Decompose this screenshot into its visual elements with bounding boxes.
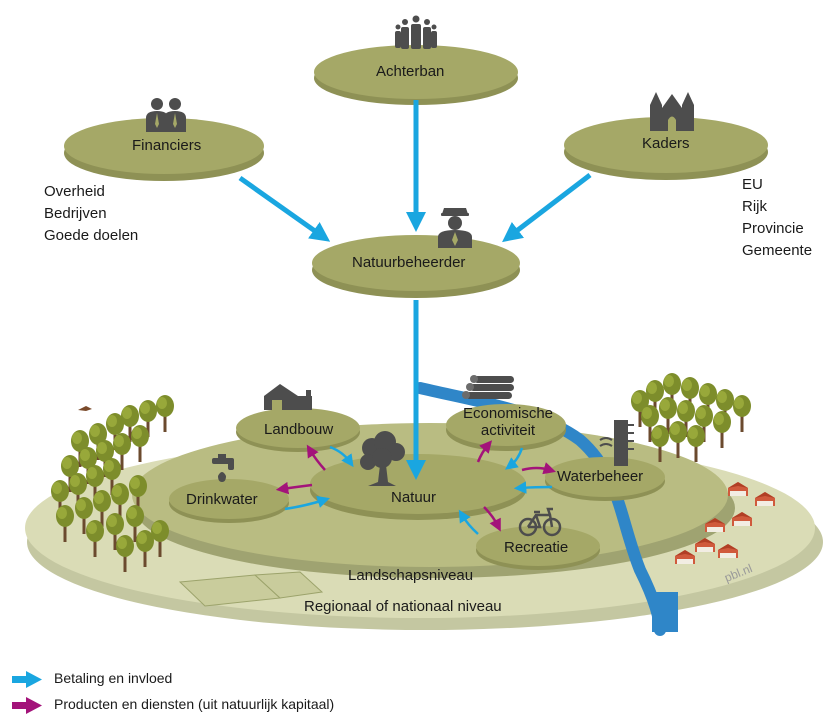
node-economische-activiteit xyxy=(446,404,566,451)
arrow-natuur-landbouw xyxy=(306,444,326,471)
blue-arrows xyxy=(238,100,592,480)
fields xyxy=(178,571,324,607)
node-recreatie xyxy=(476,526,600,570)
arrow-drinkwater-natuur xyxy=(284,495,330,511)
kaders-list-item: Rijk xyxy=(742,198,767,215)
ranger-icon xyxy=(438,208,472,248)
financiers-list-item: Goede doelen xyxy=(44,227,139,244)
kaders-list-item: EU xyxy=(742,176,763,193)
bicycle-icon xyxy=(518,507,562,537)
legend-arrow-magenta xyxy=(12,697,42,714)
tree-icon xyxy=(360,431,405,486)
arrow-kaders-natuurbeheerder xyxy=(502,173,592,243)
water-gauge-icon xyxy=(599,420,634,466)
people-group-icon xyxy=(395,15,437,49)
label-recreatie: Recreatie xyxy=(504,539,569,556)
business-people-icon xyxy=(146,98,186,132)
financiers-list-item: Overheid xyxy=(44,183,105,200)
arrow-natuur-drinkwater xyxy=(275,481,313,495)
label-natuurbeheerder: Natuurbeheerder xyxy=(352,254,466,271)
node-financiers xyxy=(64,118,264,181)
node-drinkwater xyxy=(169,479,289,523)
label-drinkwater: Drinkwater xyxy=(186,491,258,508)
legend-label-blue: Betaling en invloed xyxy=(54,670,173,686)
node-natuurbeheerder xyxy=(312,235,520,298)
node-waterbeheer xyxy=(545,457,665,501)
arrow-natuur-economische xyxy=(476,440,493,463)
arrow-financiers-natuurbeheerder xyxy=(238,175,331,242)
arrow-landbouw-natuur xyxy=(329,445,354,468)
barn-icon xyxy=(264,384,312,410)
legend-label-magenta: Producten en diensten (uit natuurlijk ka… xyxy=(54,696,335,712)
label-achterban: Achterban xyxy=(376,63,445,80)
tap-icon xyxy=(212,454,234,482)
river-outflow xyxy=(652,592,678,632)
arrow-economische-natuur xyxy=(505,447,524,470)
label-economische-activiteit: Economische activiteit xyxy=(462,405,554,439)
financiers-list-item: Bedrijven xyxy=(44,205,107,222)
node-achterban xyxy=(314,45,518,105)
node-landbouw xyxy=(236,408,360,452)
bird xyxy=(78,406,92,411)
label-regionaal-niveau: Regionaal of nationaal niveau xyxy=(304,598,502,615)
logs-icon xyxy=(462,375,514,399)
arrow-natuur-recreatie xyxy=(483,506,501,532)
label-financiers: Financiers xyxy=(132,137,202,154)
arrow-waterbeheer-natuur xyxy=(513,481,553,494)
arrow-recreatie-natuur xyxy=(458,509,479,535)
label-natuur: Natuur xyxy=(391,489,437,506)
kaders-list-item: Provincie xyxy=(742,220,804,237)
small-arrows xyxy=(275,440,556,535)
label-waterbeheer: Waterbeheer xyxy=(557,468,644,485)
node-kaders xyxy=(564,117,768,180)
kaders-list-item: Gemeente xyxy=(742,242,813,259)
node-natuur xyxy=(310,454,526,520)
legend-arrow-blue xyxy=(12,671,42,688)
financiers-list: Overheid Bedrijven Goede doelen xyxy=(44,181,138,247)
label-kaders: Kaders xyxy=(642,135,690,152)
church-icon xyxy=(650,92,694,131)
label-landschapsniveau: Landschapsniveau xyxy=(348,567,474,584)
arrow-natuur-waterbeheer xyxy=(521,462,556,475)
kaders-list: EU Rijk Provincie Gemeente xyxy=(742,174,812,262)
label-landbouw: Landbouw xyxy=(264,421,334,438)
